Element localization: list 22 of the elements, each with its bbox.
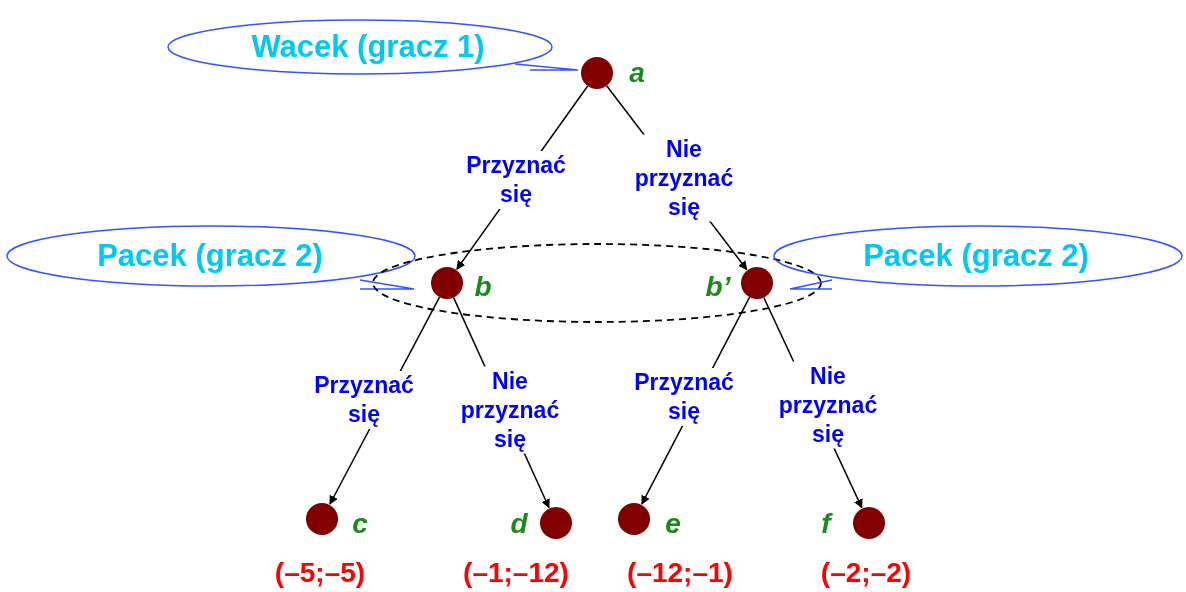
decision-node [306, 503, 338, 535]
player-label: Wacek (gracz 1) [251, 29, 485, 65]
payoff-label: (–2;–2) [820, 557, 912, 589]
decision-node [431, 267, 463, 299]
node-letter: b [474, 271, 492, 303]
node-letter: b’ [705, 271, 731, 303]
payoff-label: (–1;–12) [463, 557, 569, 589]
payoff-label: (–5;–5) [274, 557, 366, 589]
player-label: Pacek (gracz 2) [97, 238, 323, 274]
decision-node [741, 267, 773, 299]
information-set-ellipse [372, 243, 822, 323]
node-letter: e [665, 508, 681, 540]
decision-node [618, 503, 650, 535]
payoff-label: (–12;–1) [627, 557, 733, 589]
decision-node [581, 57, 613, 89]
decision-node [540, 507, 572, 539]
player-label: Pacek (gracz 2) [863, 238, 1089, 274]
decision-node [853, 507, 885, 539]
node-letter: f [821, 508, 831, 540]
node-letter: c [352, 508, 368, 540]
node-letter: d [510, 508, 528, 540]
node-letter: a [629, 57, 645, 89]
